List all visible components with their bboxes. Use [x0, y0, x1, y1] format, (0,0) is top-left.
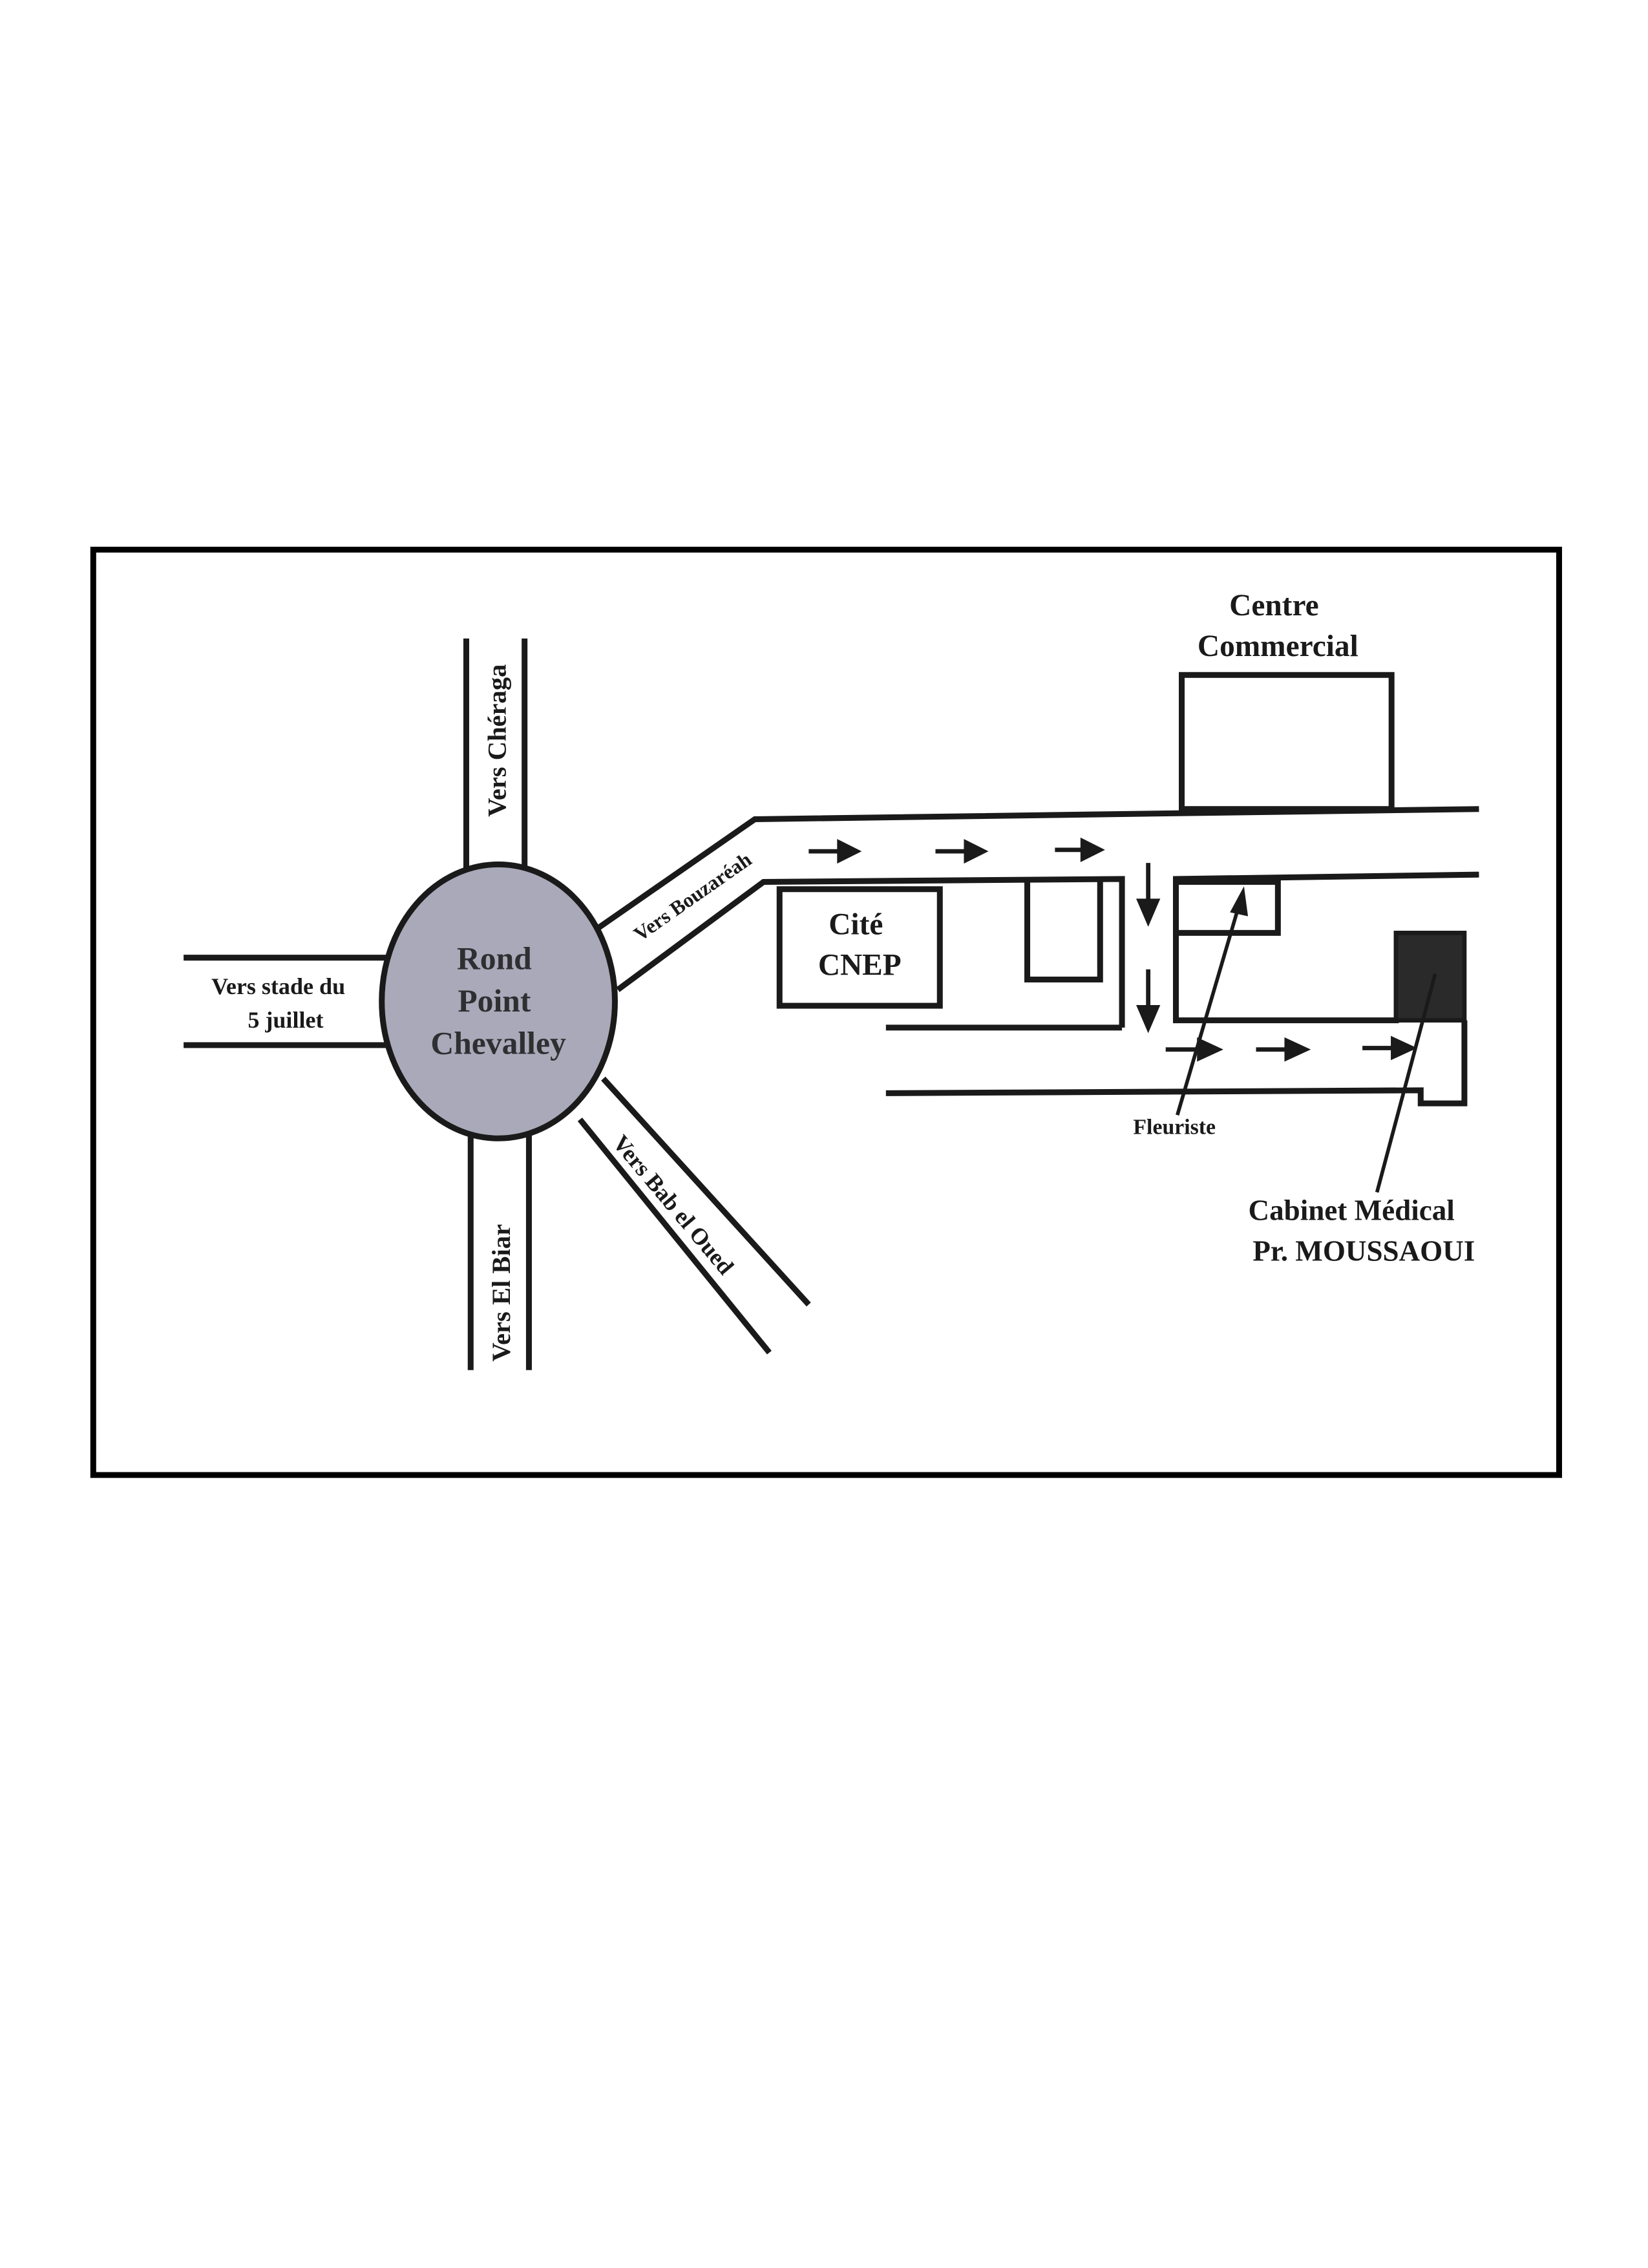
- road-bouzareah: [595, 806, 1479, 1028]
- cabinet-medical-building: [1393, 930, 1467, 1023]
- road-west-label: Vers stade du 5 juillet: [211, 973, 351, 1033]
- road-south-label: Vers El Biar: [487, 1224, 516, 1362]
- arrow-down-icon: [1136, 863, 1161, 927]
- cite-cnep-building: [776, 886, 943, 1009]
- road-bab-el-oued: [577, 1076, 811, 1355]
- road-north: [463, 638, 528, 871]
- arrow-right-icon: [1055, 837, 1105, 862]
- centre-commercial-building: [1179, 672, 1395, 812]
- arrow-down-icon: [1136, 969, 1161, 1033]
- arrow-right-icon: [1165, 1037, 1223, 1062]
- leader-lines: [1176, 886, 1437, 1193]
- fleuriste-label: Fleuriste: [1133, 1116, 1216, 1139]
- road-south: [467, 1130, 532, 1370]
- cabinet-medical-label: Cabinet Médical Pr. MOUSSAOUI: [1249, 1194, 1475, 1267]
- road-north-label: Vers Chéraga: [482, 664, 511, 817]
- arrow-right-icon: [1362, 1035, 1417, 1061]
- road-west: [184, 955, 391, 1048]
- arrow-right-icon: [1256, 1037, 1311, 1062]
- cite-cnep-label: Cité CNEP: [818, 908, 902, 982]
- roundabout: [379, 861, 618, 1141]
- centre-commercial-label: Centre Commercial: [1198, 589, 1358, 663]
- street-block-lines: [885, 871, 1479, 1107]
- fleuriste-building: [1172, 878, 1281, 936]
- arrow-right-icon: [808, 839, 862, 864]
- direction-arrows: [808, 837, 1417, 1062]
- roundabout-label: Rond Point Chevalley: [430, 941, 566, 1061]
- fleuriste-pointer-icon: [1230, 886, 1249, 917]
- map-frame: [90, 546, 1562, 1478]
- arrow-right-icon: [935, 839, 989, 864]
